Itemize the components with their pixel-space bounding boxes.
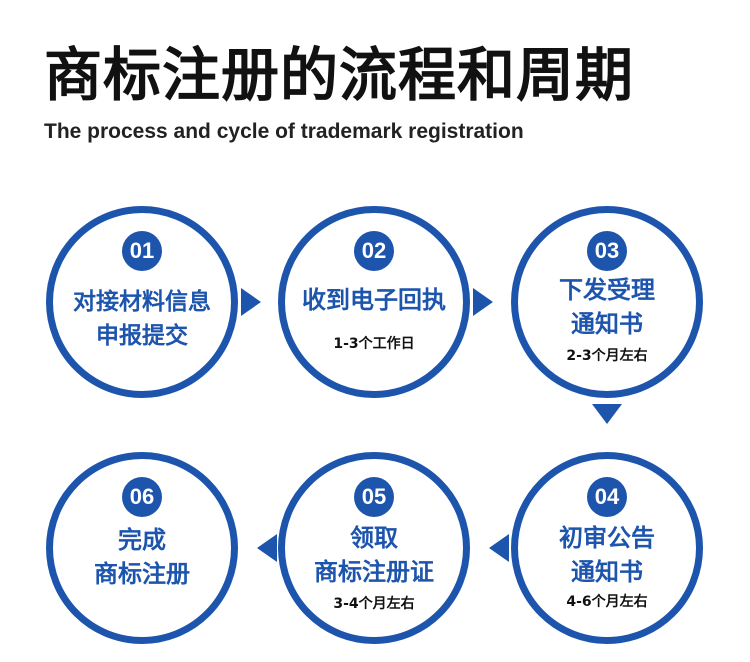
step-label: 完成 商标注册 [53, 523, 231, 591]
step-label: 初审公告 通知书 [518, 521, 696, 589]
step-duration: 1-3个工作日 [333, 336, 415, 352]
step-label-line-1: 完成 [118, 526, 166, 554]
step-01-circle: 01 对接材料信息 申报提交 [46, 206, 238, 398]
step-label: 对接材料信息 申报提交 [53, 285, 231, 353]
step-number-badge: 02 [354, 231, 394, 271]
step-duration: 3-4个月左右 [333, 596, 415, 612]
step-03-circle: 03 下发受理 通知书 2-3个月左右 [511, 206, 703, 398]
step-label-line-2: 通知书 [571, 310, 643, 338]
arrow-right-icon [473, 288, 493, 316]
step-05-circle: 05 领取 商标注册证 3-4个月左右 [278, 452, 470, 644]
step-label-line-1: 对接材料信息 [73, 289, 211, 315]
step-label-line-1: 领取 [350, 524, 398, 552]
step-06-circle: 06 完成 商标注册 [46, 452, 238, 644]
step-number-badge: 06 [122, 477, 162, 517]
page-subtitle: The process and cycle of trademark regis… [44, 120, 524, 143]
step-number-badge: 05 [354, 477, 394, 517]
step-label: 领取 商标注册证 [285, 521, 463, 589]
page-title: 商标注册的流程和周期 [44, 41, 635, 109]
step-label-line-2: 通知书 [571, 558, 643, 586]
arrow-left-icon [257, 534, 277, 562]
step-label-line-2: 商标注册证 [314, 558, 434, 586]
step-label-line-1: 收到电子回执 [302, 286, 446, 314]
step-number-badge: 04 [587, 477, 627, 517]
step-label-line-2: 商标注册 [94, 560, 190, 588]
arrow-right-icon [241, 288, 261, 316]
arrow-down-icon [592, 404, 622, 424]
step-label: 收到电子回执 [285, 283, 463, 317]
step-number-badge: 03 [587, 231, 627, 271]
step-duration: 4-6个月左右 [566, 594, 648, 610]
step-04-circle: 04 初审公告 通知书 4-6个月左右 [511, 452, 703, 644]
step-02-circle: 02 收到电子回执 1-3个工作日 [278, 206, 470, 398]
step-duration: 2-3个月左右 [566, 348, 648, 364]
step-number-badge: 01 [122, 231, 162, 271]
step-label-line-1: 下发受理 [559, 276, 655, 304]
step-label-line-2: 申报提交 [96, 323, 188, 349]
step-label-line-1: 初审公告 [559, 524, 655, 552]
arrow-left-icon [489, 534, 509, 562]
step-label: 下发受理 通知书 [518, 273, 696, 341]
